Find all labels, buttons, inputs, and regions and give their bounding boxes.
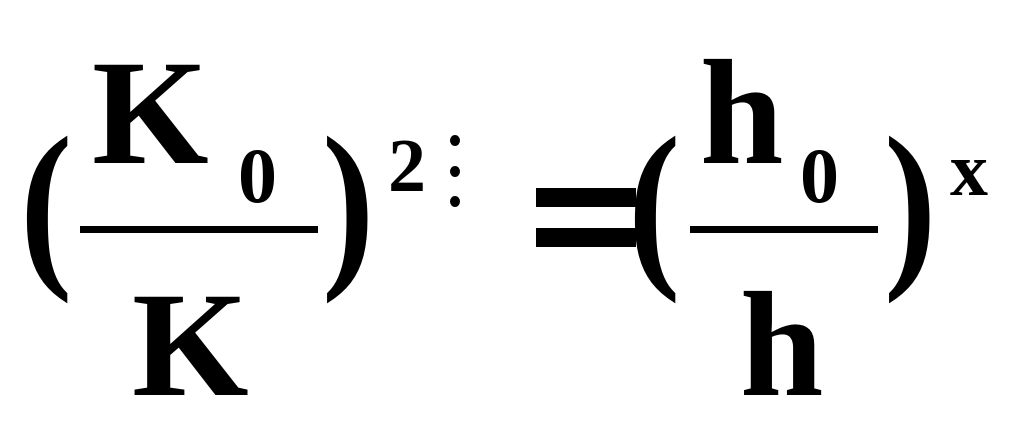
right-exponent: x: [950, 128, 988, 212]
left-exponent: 2: [388, 124, 426, 208]
left-close-paren: ): [322, 100, 375, 305]
exponent-dot-bottom: [450, 196, 460, 207]
equals-bar-bottom: [536, 228, 636, 247]
left-numerator: K: [92, 30, 209, 196]
left-denominator: K: [132, 262, 249, 428]
right-close-paren: ): [884, 100, 937, 305]
exponent-dot-top: [450, 135, 460, 146]
right-numerator-subscript: 0: [800, 132, 839, 219]
right-numerator: h: [700, 30, 784, 196]
left-numerator-subscript: 0: [238, 132, 277, 219]
left-fraction-bar: [80, 226, 318, 233]
equals-bar-top: [536, 188, 636, 207]
equals-text: =: [536, 130, 621, 280]
right-fraction-bar: [690, 226, 878, 233]
right-open-paren: (: [628, 100, 681, 305]
right-denominator: h: [740, 262, 824, 428]
exponent-dot-middle: [450, 166, 460, 177]
left-open-paren: (: [20, 100, 73, 305]
